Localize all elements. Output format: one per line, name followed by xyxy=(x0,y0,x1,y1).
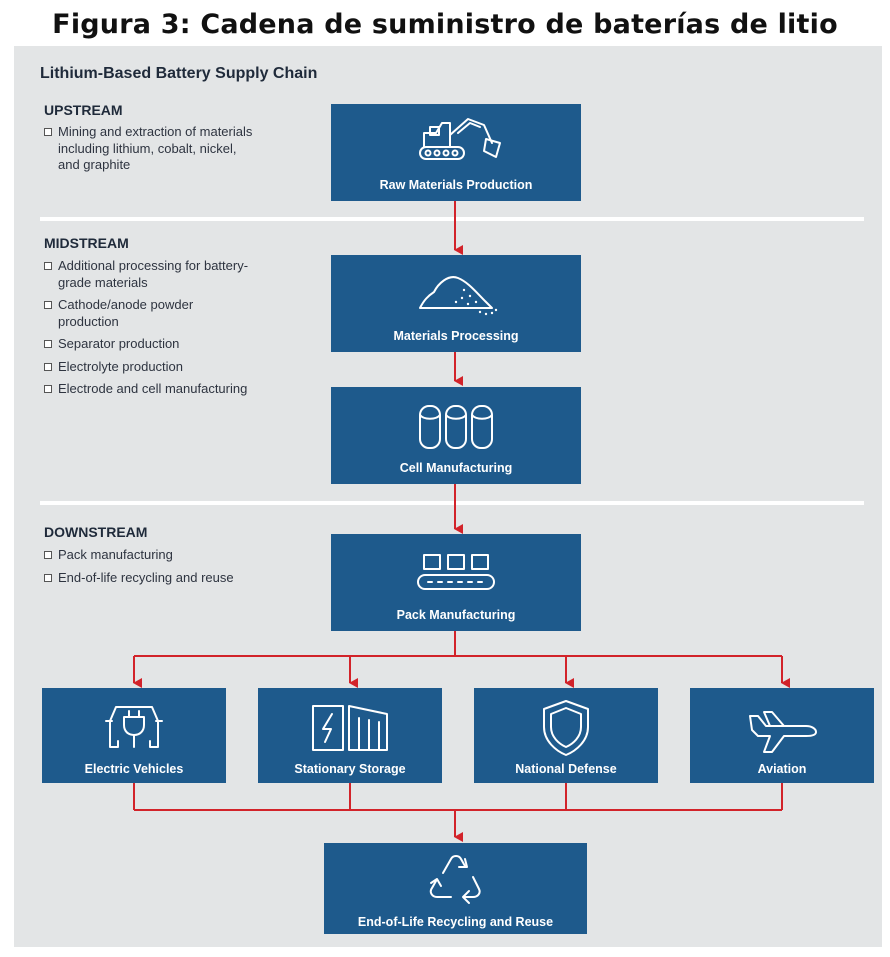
application-label: Electric Vehicles xyxy=(84,762,184,776)
stage-label: Raw Materials Production xyxy=(379,178,533,192)
diagram-panel: Lithium-Based Battery Supply Chain UPSTR… xyxy=(14,46,882,947)
bullet-square-icon xyxy=(44,301,52,309)
downstream-heading: DOWNSTREAM xyxy=(44,524,148,540)
airplane-icon xyxy=(690,696,874,758)
excavator-icon xyxy=(331,112,581,174)
application-label: National Defense xyxy=(515,762,617,776)
bullet-item: Cathode/anode powder production xyxy=(44,297,249,330)
stage-label: Pack Manufacturing xyxy=(396,608,516,622)
upstream-heading: UPSTREAM xyxy=(44,102,123,118)
stage-label: Materials Processing xyxy=(393,329,519,343)
bullet-square-icon xyxy=(44,385,52,393)
bullet-square-icon xyxy=(44,362,52,371)
electric-car-icon xyxy=(42,696,226,758)
upstream-bullet-list: Mining and extraction of materials inclu… xyxy=(44,124,259,180)
section-divider xyxy=(40,217,864,221)
application-label: Aviation xyxy=(757,762,807,776)
application-label: Stationary Storage xyxy=(294,762,406,776)
bullet-item: Separator production xyxy=(44,336,249,353)
storage-unit-icon xyxy=(258,696,442,758)
stage-materials-processing: Materials Processing xyxy=(331,255,581,352)
conveyor-icon xyxy=(331,542,581,604)
figure-title: Figura 3: Cadena de suministro de baterí… xyxy=(52,9,838,40)
midstream-bullet-list: Additional processing for battery-grade … xyxy=(44,258,249,404)
stage-raw-materials-production: Raw Materials Production xyxy=(331,104,581,201)
downstream-bullet-list: Pack manufacturing End-of-life recycling… xyxy=(44,547,284,592)
stage-cell-manufacturing: Cell Manufacturing xyxy=(331,387,581,484)
recycle-icon xyxy=(324,847,587,909)
application-national-defense: National Defense xyxy=(474,688,658,783)
stage-end-of-life-recycling: End-of-Life Recycling and Reuse xyxy=(324,843,587,934)
bullet-square-icon xyxy=(44,340,52,348)
bullet-item: Pack manufacturing xyxy=(44,547,284,564)
bullet-item: Mining and extraction of materials inclu… xyxy=(44,124,259,174)
section-divider xyxy=(40,501,864,505)
bullet-item: End-of-life recycling and reuse xyxy=(44,570,284,587)
bullet-item: Additional processing for battery-grade … xyxy=(44,258,249,291)
application-stationary-storage: Stationary Storage xyxy=(258,688,442,783)
panel-title: Lithium-Based Battery Supply Chain xyxy=(40,65,318,82)
bullet-item: Electrolyte production xyxy=(44,359,249,376)
stage-label: Cell Manufacturing xyxy=(399,461,513,475)
battery-cells-icon xyxy=(331,395,581,457)
bullet-square-icon xyxy=(44,551,52,559)
powder-pile-icon xyxy=(331,263,581,325)
shield-icon xyxy=(474,696,658,758)
bullet-item: Electrode and cell manufacturing xyxy=(44,381,249,398)
application-aviation: Aviation xyxy=(690,688,874,783)
bullet-square-icon xyxy=(44,573,52,582)
application-electric-vehicles: Electric Vehicles xyxy=(42,688,226,783)
midstream-heading: MIDSTREAM xyxy=(44,235,129,251)
bullet-square-icon xyxy=(44,262,52,270)
stage-pack-manufacturing: Pack Manufacturing xyxy=(331,534,581,631)
stage-label: End-of-Life Recycling and Reuse xyxy=(357,915,554,929)
bullet-square-icon xyxy=(44,128,52,136)
